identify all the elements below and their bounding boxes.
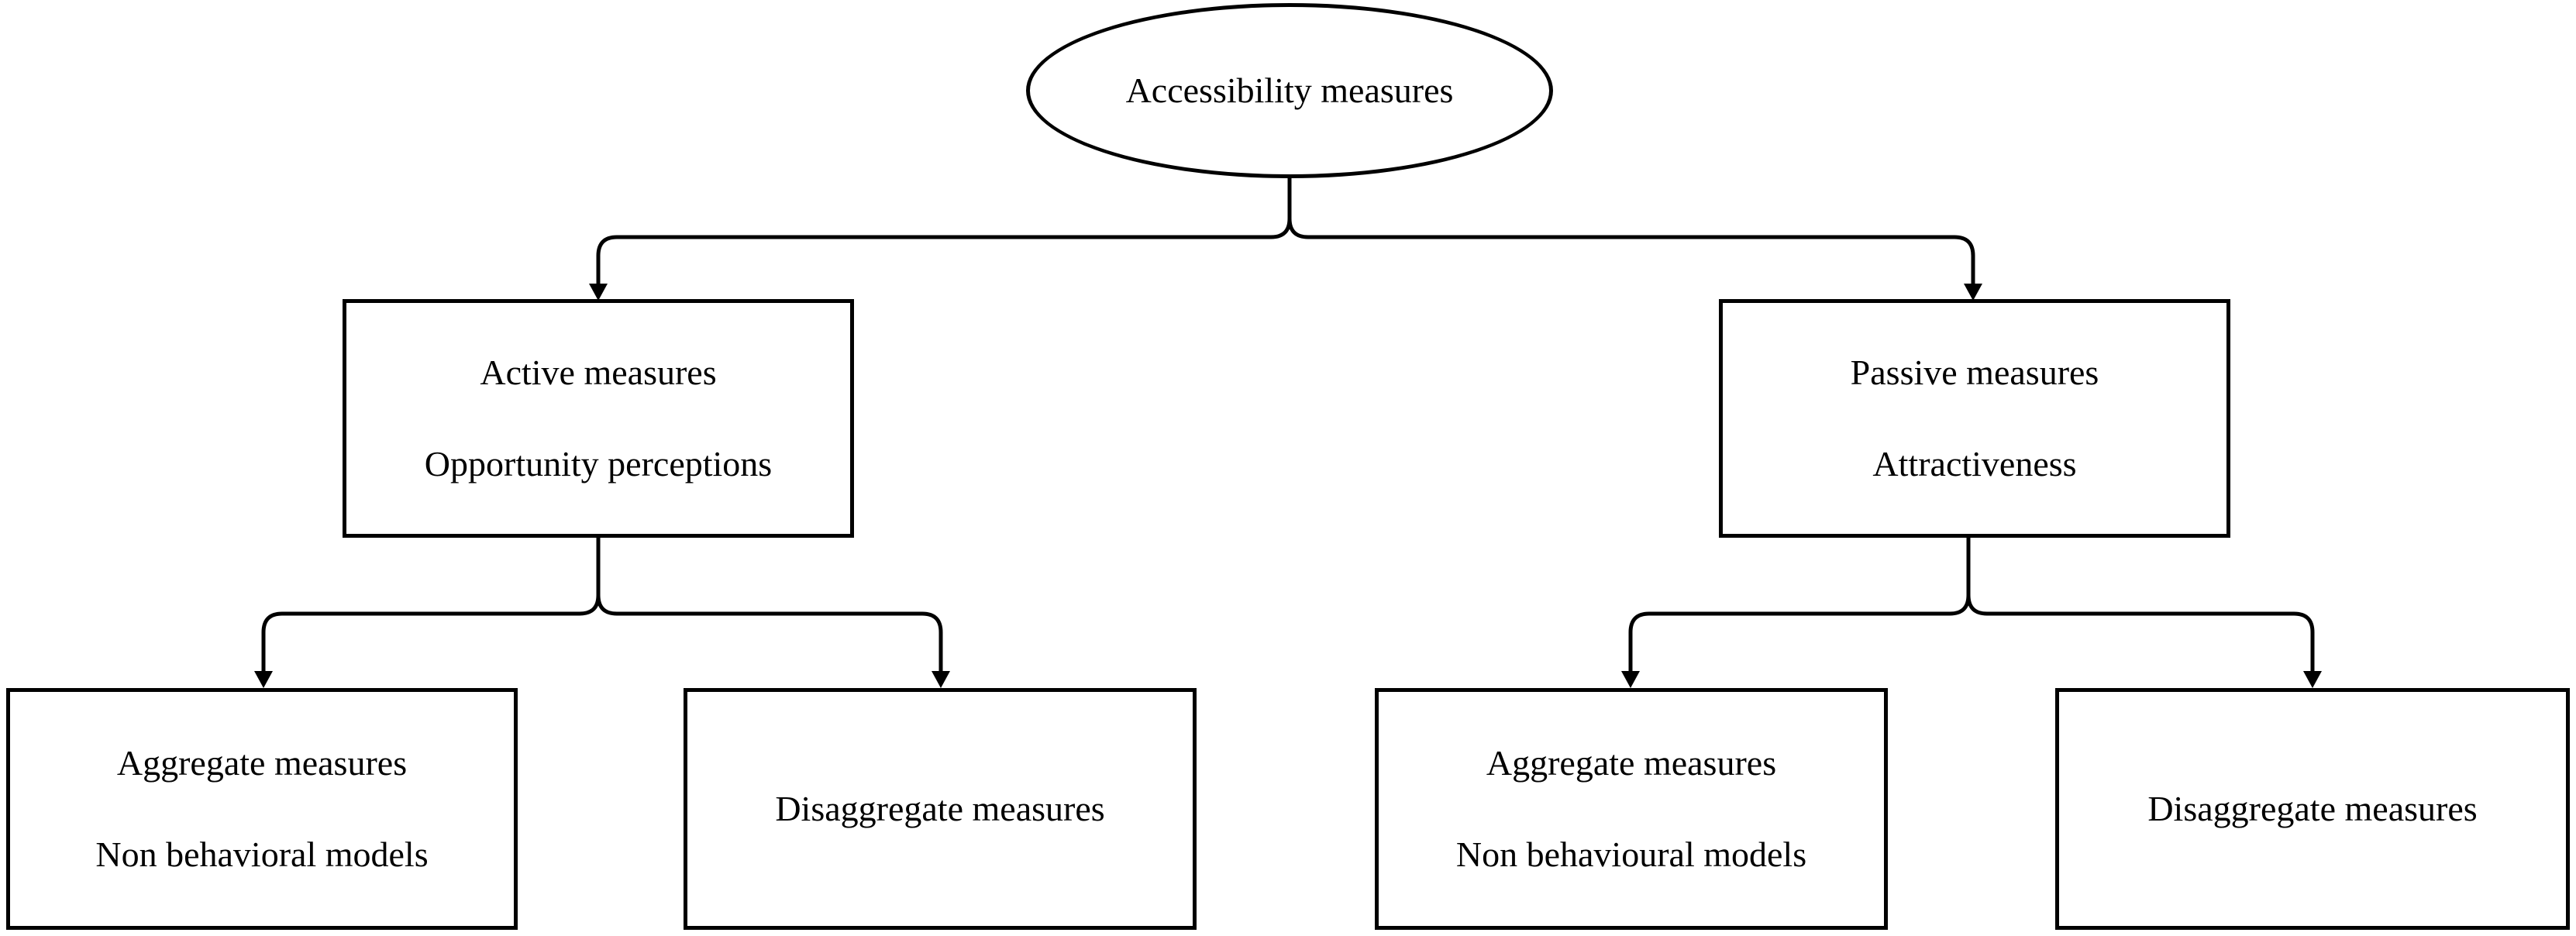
root-node-accessibility-measures: Accessibility measures [1026,3,1553,178]
arrowhead-active-aggregate [254,671,273,688]
passive-measures-subtitle: Attractiveness [1872,444,2077,483]
passive-measures-title: Passive measures [1850,353,2099,392]
active-measures-title: Active measures [480,353,717,392]
passive-aggregate-title: Aggregate measures [1486,743,1777,783]
arrowhead-passive [1964,284,1982,301]
arrowhead-active [589,284,608,301]
connector-active-to-disaggregate [596,536,943,676]
connector-passive-to-disaggregate [1966,536,2315,676]
active-disaggregate-measures-node: Disaggregate measures [684,688,1197,930]
passive-aggregate-measures-node: Aggregate measures Non behavioural model… [1375,688,1888,930]
active-aggregate-subtitle: Non behavioral models [95,834,429,874]
passive-disaggregate-title: Disaggregate measures [2147,789,2478,828]
active-aggregate-measures-node: Aggregate measures Non behavioral models [6,688,518,930]
connector-passive-to-aggregate [1628,536,1971,676]
active-aggregate-title: Aggregate measures [116,743,408,783]
passive-disaggregate-measures-node: Disaggregate measures [2055,688,2570,930]
arrowhead-passive-disaggregate [2303,671,2322,688]
active-measures-node: Active measures Opportunity perceptions [343,299,854,538]
active-measures-subtitle: Opportunity perceptions [424,444,773,483]
root-node-label: Accessibility measures [1125,71,1454,110]
connector-active-to-aggregate [261,536,601,676]
passive-measures-node: Passive measures Attractiveness [1719,299,2230,538]
active-disaggregate-title: Disaggregate measures [775,789,1105,828]
arrowhead-passive-aggregate [1621,671,1640,688]
connector-root-to-active [596,177,1292,288]
passive-aggregate-subtitle: Non behavioural models [1455,834,1807,874]
arrowhead-active-disaggregate [932,671,950,688]
connector-root-to-passive [1287,177,1975,288]
